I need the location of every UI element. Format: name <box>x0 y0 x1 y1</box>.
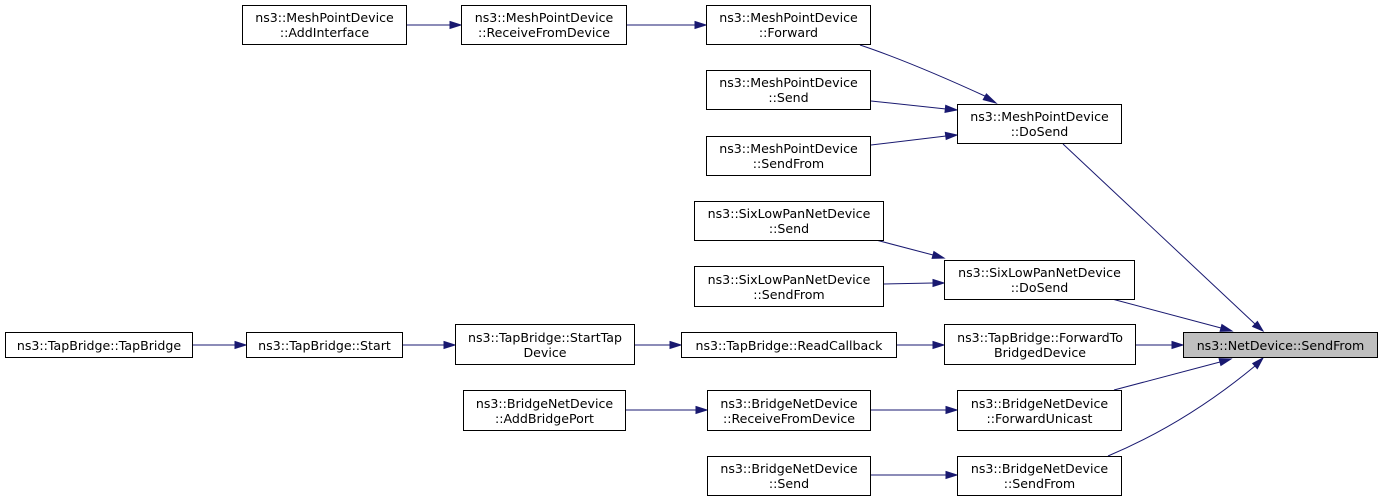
edge-arrowhead <box>944 131 959 141</box>
node-netdevice-sendfrom: ns3::NetDevice::SendFrom <box>1183 332 1378 358</box>
node-label-line1: ns3::MeshPointDevice <box>719 75 858 90</box>
node-meshpointdevice-addinterface[interactable]: ns3::MeshPointDevice ::AddInterface <box>242 5 407 45</box>
node-label-line1: ns3::BridgeNetDevice <box>970 461 1109 476</box>
edge-arrowhead <box>982 93 998 104</box>
node-label-line1: ns3::MeshPointDevice <box>719 10 858 25</box>
node-sixlowpannetdevice-dosend[interactable]: ns3::SixLowPanNetDevice ::DoSend <box>944 260 1135 300</box>
node-bridgenetdevice-send[interactable]: ns3::BridgeNetDevice ::Send <box>707 456 871 496</box>
node-tapbridge-tapbridge[interactable]: ns3::TapBridge::TapBridge <box>5 332 193 358</box>
node-bridgenetdevice-receivefromdevice[interactable]: ns3::BridgeNetDevice ::ReceiveFromDevice <box>707 390 871 431</box>
node-label-line1: ns3::BridgeNetDevice <box>970 395 1109 411</box>
node-label-line2: ::ForwardUnicast <box>986 410 1093 426</box>
node-label-line2: ::Forward <box>758 25 819 40</box>
node-label-line2: ::DoSend <box>1010 280 1069 295</box>
node-label-line1: ns3::BridgeNetDevice <box>720 395 858 411</box>
node-tapbridge-starttapdevice[interactable]: ns3::TapBridge::StartTap Device <box>455 324 635 365</box>
edge-mpd-sendfrom-to-dosend <box>870 135 947 146</box>
node-bridgenetdevice-addbridgeport[interactable]: ns3::BridgeNetDevice ::AddBridgePort <box>463 390 626 431</box>
node-label-line2: BridgedDevice <box>993 344 1087 360</box>
node-label-line2: ::SendFrom <box>1003 476 1076 491</box>
edge-arrowhead <box>944 104 959 114</box>
node-label-line1: ns3::NetDevice::SendFrom <box>1196 337 1365 353</box>
node-tapbridge-forwardtobridgeddevice[interactable]: ns3::TapBridge::ForwardTo BridgedDevice <box>944 324 1136 365</box>
node-label-line2: ::Send <box>768 476 810 491</box>
node-label-line1: ns3::BridgeNetDevice <box>720 461 858 476</box>
node-label-line1: ns3::MeshPointDevice <box>719 141 858 156</box>
node-label-line2: ::ReceiveFromDevice <box>722 410 856 426</box>
node-label-line1: ns3::TapBridge::Start <box>258 337 391 353</box>
node-meshpointdevice-receivefromdevice[interactable]: ns3::MeshPointDevice ::ReceiveFromDevice <box>461 5 627 45</box>
edge-arrowhead <box>234 340 248 350</box>
edge-arrowhead <box>1251 320 1265 333</box>
node-label-line2: Device <box>523 344 567 360</box>
edge-arrowhead <box>945 470 959 480</box>
edge-arrowhead <box>695 405 709 415</box>
edge-sixlowpan-sendfrom-to-dosend <box>883 282 934 285</box>
node-label-line1: ns3::SixLowPanNetDevice <box>958 265 1121 280</box>
node-label-line1: ns3::SixLowPanNetDevice <box>707 271 871 287</box>
node-label-line2: ::ReceiveFromDevice <box>477 25 611 40</box>
edge-arrowhead <box>932 278 946 288</box>
edge-arrowhead <box>443 340 457 350</box>
edge-mpd-dosend-to-netdevice-sendfrom <box>1062 143 1256 325</box>
node-label-line1: ns3::MeshPointDevice <box>970 109 1109 124</box>
node-label-line2: ::SendFrom <box>753 286 825 302</box>
node-sixlowpannetdevice-sendfrom[interactable]: ns3::SixLowPanNetDevice ::SendFrom <box>694 266 884 307</box>
edge-mpd-send-to-dosend <box>870 100 947 110</box>
node-sixlowpannetdevice-send[interactable]: ns3::SixLowPanNetDevice ::Send <box>694 201 884 241</box>
edge-arrowhead <box>1251 356 1265 370</box>
edge-sixlowpan-dosend-to-netdevice-sendfrom <box>1111 298 1222 329</box>
edge-arrowhead <box>1218 358 1233 367</box>
edge-sixlowpan-send-to-dosend <box>875 239 934 256</box>
node-label-line1: ns3::TapBridge::TapBridge <box>16 337 182 353</box>
edge-arrowhead <box>932 340 946 350</box>
node-label-line1: ns3::TapBridge::ReadCallback <box>695 337 883 353</box>
node-tapbridge-start[interactable]: ns3::TapBridge::Start <box>246 332 403 358</box>
node-label-line2: ::SendFrom <box>752 156 825 171</box>
node-bridgenetdevice-sendfrom[interactable]: ns3::BridgeNetDevice ::SendFrom <box>957 456 1122 496</box>
node-label-line1: ns3::TapBridge::StartTap <box>468 329 622 345</box>
node-meshpointdevice-sendfrom[interactable]: ns3::MeshPointDevice ::SendFrom <box>706 136 871 176</box>
edge-arrowhead <box>945 405 959 415</box>
node-label-line1: ns3::SixLowPanNetDevice <box>707 206 871 221</box>
node-label-line2: ::DoSend <box>1010 124 1069 139</box>
node-label-line2: ::AddInterface <box>279 25 370 40</box>
edge-bridge-sendfrom-to-netdevice-sendfrom <box>1107 365 1256 457</box>
edge-arrowhead <box>931 250 946 259</box>
edge-arrowhead <box>449 20 463 30</box>
node-label-line1: ns3::MeshPointDevice <box>474 10 614 25</box>
node-meshpointdevice-send[interactable]: ns3::MeshPointDevice ::Send <box>706 70 871 110</box>
node-label-line2: ::AddBridgePort <box>495 410 594 426</box>
node-meshpointdevice-forward[interactable]: ns3::MeshPointDevice ::Forward <box>706 5 871 45</box>
node-label-line1: ns3::BridgeNetDevice <box>475 395 614 411</box>
edge-arrowhead <box>1171 340 1185 350</box>
node-label-line2: ::Send <box>768 221 810 236</box>
node-label-line1: ns3::MeshPointDevice <box>255 10 394 25</box>
node-tapbridge-readcallback[interactable]: ns3::TapBridge::ReadCallback <box>681 332 897 358</box>
edge-bridge-forwardunicast-to-netdevice-sendfrom <box>1113 361 1221 391</box>
node-meshpointdevice-dosend[interactable]: ns3::MeshPointDevice ::DoSend <box>957 104 1122 144</box>
edge-arrowhead <box>669 340 683 350</box>
edge-arrowhead <box>1219 323 1234 332</box>
node-label-line1: ns3::TapBridge::ForwardTo <box>957 329 1123 345</box>
node-label-line2: ::Send <box>768 90 809 105</box>
edge-arrowhead <box>694 20 708 30</box>
node-bridgenetdevice-forwardunicast[interactable]: ns3::BridgeNetDevice ::ForwardUnicast <box>957 390 1122 431</box>
edge-mpd-forward-to-dosend <box>859 44 988 98</box>
